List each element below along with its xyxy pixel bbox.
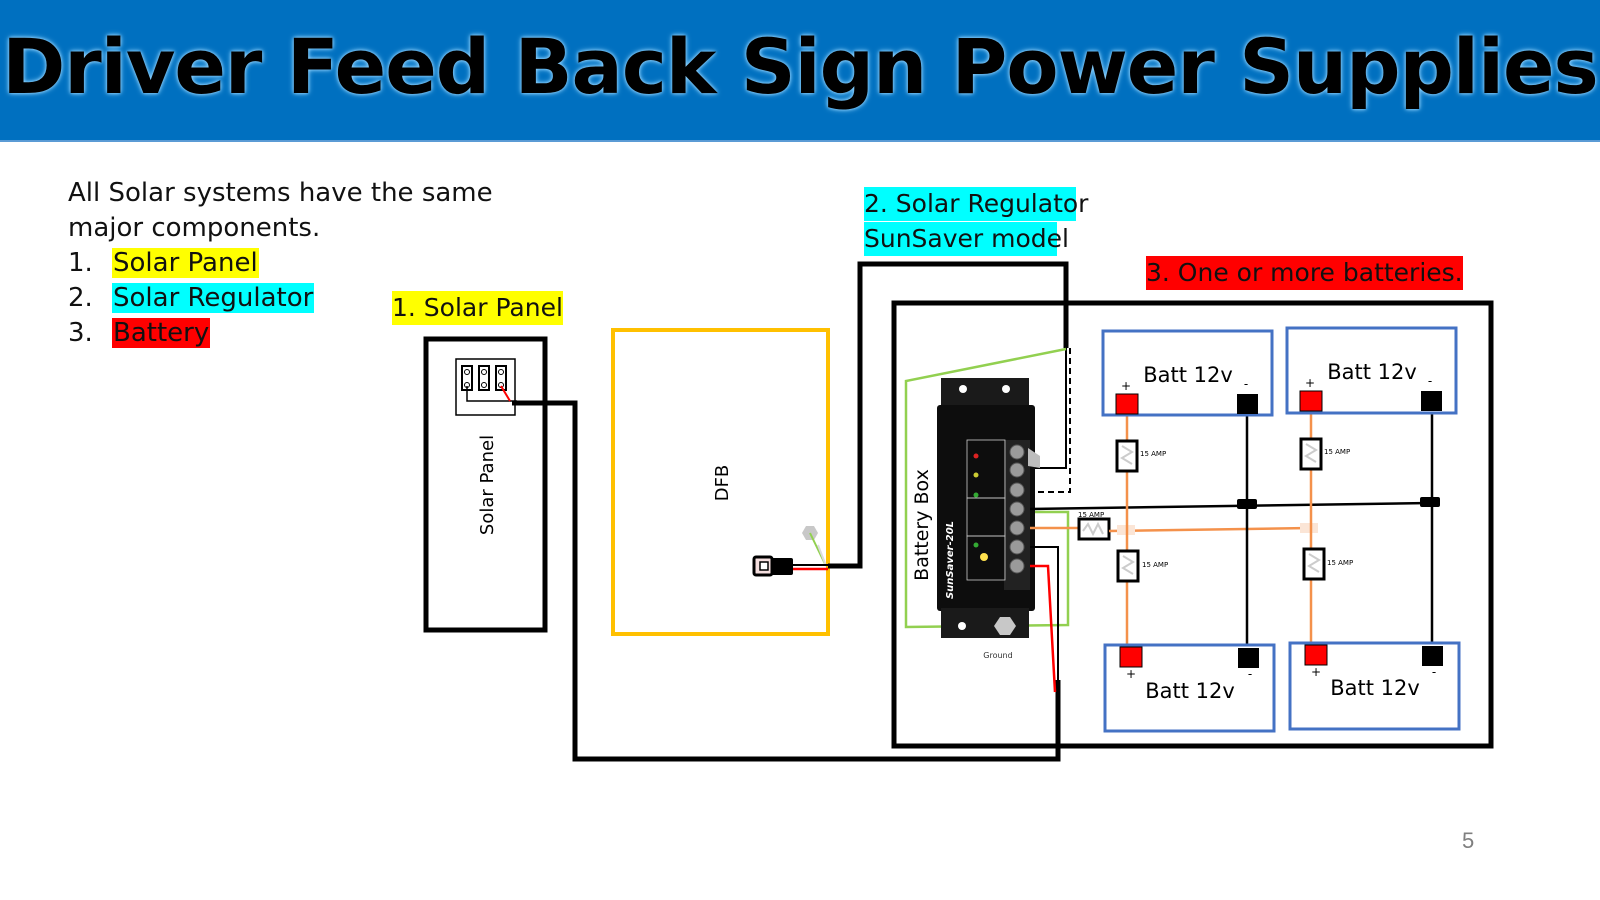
battery-label: Batt 12v <box>1327 360 1417 384</box>
fuse-main: 15 AMP <box>1077 511 1111 541</box>
sun-icon <box>980 553 988 561</box>
minus-sign: - <box>1244 377 1248 391</box>
solar-cable <box>512 400 1061 762</box>
regulator-brand: SunSaver-20L <box>945 521 956 599</box>
positive-terminal <box>1299 390 1323 412</box>
fuse-top-right: 15 AMP <box>1299 437 1350 471</box>
regulator-terminals <box>1004 440 1040 590</box>
dfb-sign: DFB <box>611 328 830 636</box>
solar-panel-label: Solar Panel <box>477 435 498 535</box>
plus-sign: + <box>1311 665 1321 679</box>
battery-label: Batt 12v <box>1143 363 1233 387</box>
junction-terminals <box>461 365 507 391</box>
plus-sign: + <box>1305 376 1315 390</box>
fuse-label: 15 AMP <box>1324 448 1350 456</box>
positive-terminal <box>1115 393 1139 415</box>
intro-line-2: major components. <box>68 213 321 243</box>
component-list-item-2: 2. Solar Regulator <box>68 281 493 316</box>
negative-terminal <box>1421 391 1442 411</box>
component-list-item-3: 3. Battery <box>68 316 493 351</box>
battery-label: Batt 12v <box>1145 679 1235 703</box>
battery-box <box>891 300 1494 749</box>
plus-sign: + <box>1121 379 1131 393</box>
fuse-label: 15 AMP <box>1142 561 1168 569</box>
list-number: 1. <box>68 248 93 278</box>
title-bar: Driver Feed Back Sign Power Supplies <box>0 0 1600 142</box>
minus-sign: - <box>1428 374 1432 388</box>
intro-text: All Solar systems have the same major co… <box>68 176 493 351</box>
solar-regulator: SunSaver-20L <box>937 378 1040 638</box>
list-number: 3. <box>68 318 93 348</box>
page-number: 5 <box>1462 828 1475 853</box>
solar-panel: Solar Panel <box>423 336 548 633</box>
minus-sign: - <box>1248 667 1252 681</box>
negative-terminal <box>1422 646 1443 666</box>
negative-terminal <box>1237 394 1258 414</box>
fuse-bottom-left: 15 AMP <box>1116 549 1168 583</box>
negative-terminal <box>1238 648 1259 668</box>
battery-box-label: Battery Box <box>911 469 933 581</box>
slide-title: Driver Feed Back Sign Power Supplies <box>2 22 1599 111</box>
ground-stud-icon <box>994 617 1016 635</box>
callout-batteries: 3. One or more batteries. <box>1146 256 1463 290</box>
list-number: 2. <box>68 283 93 313</box>
positive-terminal <box>1119 646 1143 668</box>
battery-3: Batt 12v + - <box>1103 643 1276 733</box>
intro-line-1: All Solar systems have the same <box>68 178 493 208</box>
list-label-battery: Battery <box>112 318 211 348</box>
ground-label: Ground <box>983 651 1012 660</box>
minus-sign: - <box>1432 665 1436 679</box>
dfb-label: DFB <box>712 465 733 502</box>
connector-plug-icon <box>752 555 793 577</box>
component-list-item-1: 1. Solar Panel <box>68 246 493 281</box>
callout-regulator-line-2: SunSaver model <box>864 222 1069 256</box>
callout-solar-panel: 1. Solar Panel <box>392 291 563 325</box>
dfb-cable <box>828 261 1069 569</box>
positive-terminal <box>1304 644 1328 666</box>
fuse-label: 15 AMP <box>1078 511 1104 519</box>
list-label-solar-regulator: Solar Regulator <box>112 283 315 313</box>
battery-1: Batt 12v + - <box>1101 329 1274 417</box>
fuse-label: 15 AMP <box>1327 559 1353 567</box>
bus-junction <box>1237 499 1257 509</box>
fuse-label: 15 AMP <box>1140 450 1166 458</box>
battery-2: Batt 12v + - <box>1285 326 1458 415</box>
plus-sign: + <box>1126 667 1136 681</box>
fuse-top-left: 15 AMP <box>1115 439 1166 473</box>
list-label-solar-panel: Solar Panel <box>112 248 259 278</box>
fuse-bottom-right: 15 AMP <box>1302 547 1353 581</box>
bus-junction <box>1420 497 1440 507</box>
battery-label: Batt 12v <box>1330 676 1420 700</box>
callout-regulator-line-1: 2. Solar Regulator <box>864 187 1088 221</box>
status-leds <box>973 453 979 548</box>
battery-4: Batt 12v + - <box>1288 641 1461 731</box>
